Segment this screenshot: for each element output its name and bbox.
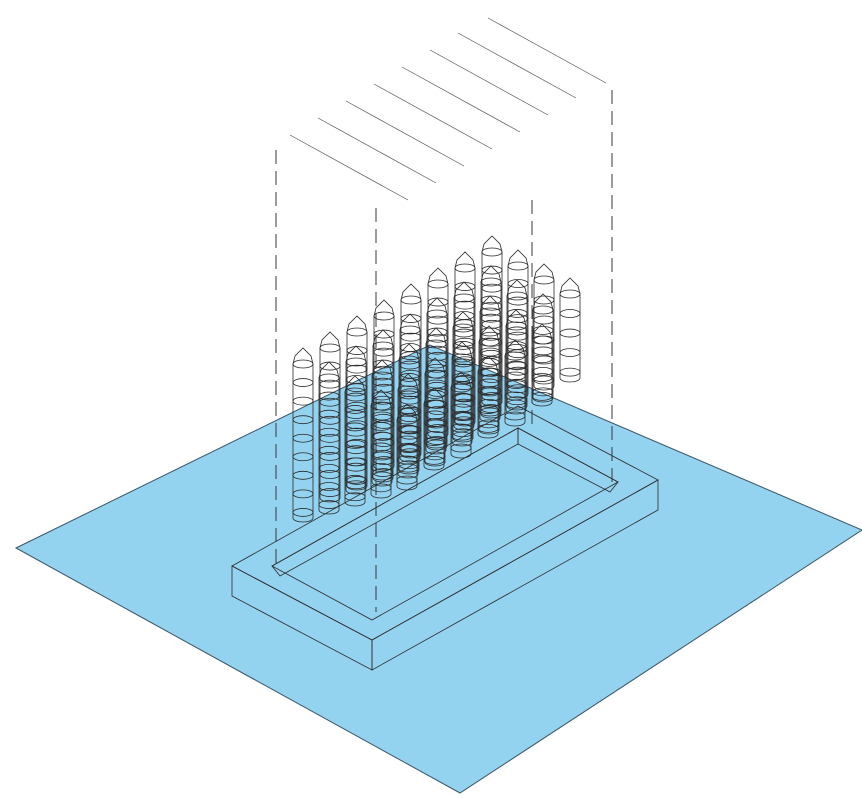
hatch-line (346, 101, 464, 166)
hatch-line (318, 118, 436, 183)
pile (533, 294, 553, 402)
hatch-line (488, 18, 606, 83)
pile (560, 278, 580, 382)
water-plane (16, 345, 862, 793)
hatch-line (458, 33, 576, 98)
hatch-line (430, 50, 548, 115)
hatch-line (402, 67, 520, 132)
roof-hatching (290, 18, 606, 200)
hatch-line (290, 135, 408, 200)
hatch-line (374, 84, 492, 149)
